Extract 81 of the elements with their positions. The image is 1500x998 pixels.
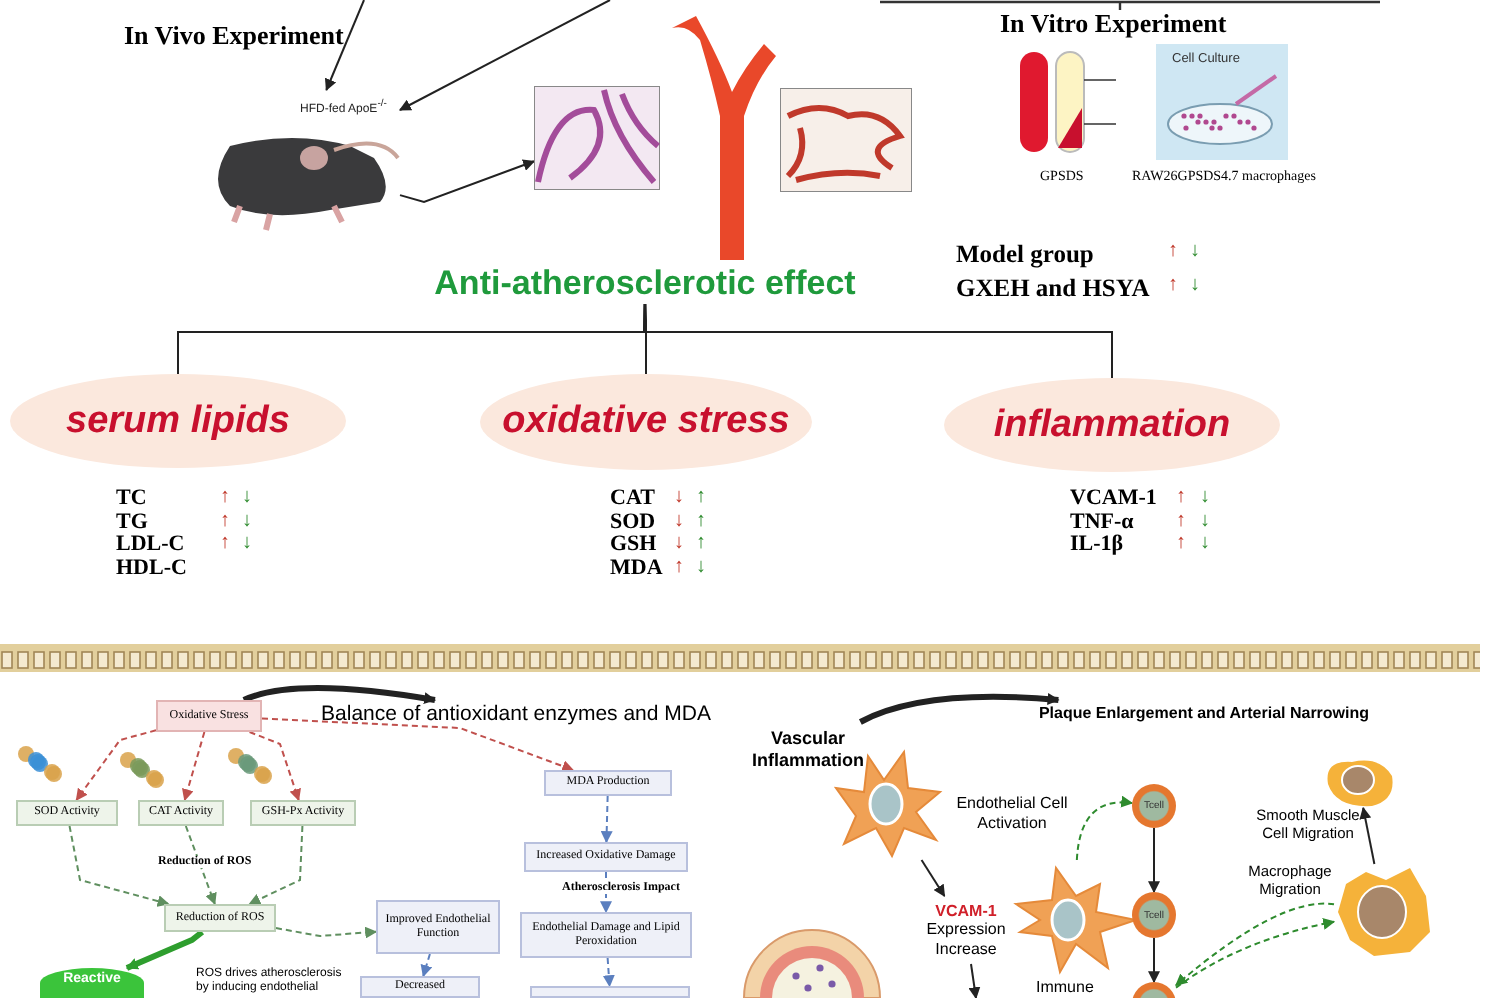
immune-cell-drawing (1012, 860, 1136, 976)
trend-arrow: ↓ (242, 486, 252, 508)
trend-arrow: ↑ (1176, 486, 1186, 508)
marker-name: VCAM-1 (1070, 486, 1157, 510)
macrophage-drawing (1334, 864, 1434, 960)
arrow (920, 859, 946, 897)
arrow (184, 825, 217, 906)
marker-name: TNF-α (1070, 509, 1134, 534)
arrow (1075, 796, 1134, 861)
diagram-text: Balance of antioxidant enzymes and MDA (326, 700, 706, 728)
node-label: Immune (1036, 978, 1096, 996)
arrow (602, 957, 615, 988)
marker-name: TC (116, 486, 147, 510)
diagram-text: Expression Increase (924, 919, 1008, 959)
arrow (968, 963, 981, 998)
histology-image (780, 88, 912, 192)
section-heading: In Vitro Experiment (1000, 8, 1227, 40)
trend-arrow: ↑ (696, 486, 706, 508)
arrow (1359, 806, 1376, 865)
trend-arrow: ↑ (220, 532, 230, 555)
arrow (859, 693, 1060, 725)
marker-name: GSH (610, 532, 657, 557)
trend-arrow: ↑ (1168, 240, 1178, 262)
trend-arrow: ↑ (696, 532, 706, 555)
arrow (248, 731, 301, 802)
marker-name: HDL-C (116, 556, 187, 581)
trend-arrow: ↓ (674, 532, 684, 555)
arrow (68, 825, 170, 907)
histology-image (534, 86, 660, 190)
arrow (75, 729, 157, 801)
marker-name: LDL-C (116, 532, 185, 557)
arrow (261, 717, 575, 772)
trend-arrow: ↑ (1176, 532, 1186, 555)
legend-text: GXEH and HSYA (956, 274, 1150, 304)
section-heading: In Vivo Experiment (124, 20, 344, 52)
category-ellipse: serum lipids (10, 374, 346, 468)
trend-arrow: ↓ (1190, 274, 1200, 296)
trend-arrow: ↓ (1200, 486, 1210, 508)
category-ellipse: inflammation (944, 378, 1280, 472)
trend-arrow: ↓ (1190, 240, 1200, 262)
arrow (248, 825, 304, 905)
trend-arrow: ↓ (674, 509, 684, 532)
arrow (398, 0, 611, 111)
trend-arrow: ↓ (1200, 532, 1210, 555)
arrow (600, 795, 613, 844)
arrow (1175, 918, 1336, 989)
marker-name: CAT (610, 486, 655, 510)
arrow (399, 159, 536, 204)
arrow (325, 0, 365, 92)
diagram-text: Plaque Enlargement and Arterial Narrowing (1024, 700, 1384, 726)
process-box (530, 986, 690, 998)
heading: Anti-atherosclerotic effect (400, 262, 890, 304)
trend-arrow: ↑ (674, 556, 684, 579)
arrow (1148, 827, 1160, 894)
trend-arrow: ↑ (1168, 274, 1178, 296)
trend-arrow: ↑ (220, 509, 230, 532)
diagram-text: VCAM-1 (935, 901, 997, 920)
trend-arrow: ↓ (242, 532, 252, 555)
arrow (182, 731, 206, 802)
arrow (275, 926, 378, 939)
arrow (600, 871, 612, 914)
trend-arrow: ↓ (674, 486, 684, 508)
marker-name: IL-1β (1070, 532, 1124, 557)
arrow (1148, 937, 1160, 984)
trend-arrow: ↓ (696, 556, 706, 579)
node-label: Endothelial Cell Activation (954, 794, 1070, 833)
marker-name: MDA (610, 556, 663, 581)
arrow (125, 929, 205, 971)
trend-arrow: ↓ (242, 509, 252, 532)
marker-name: SOD (610, 509, 656, 534)
marker-name: TG (116, 509, 148, 534)
arrow (242, 685, 437, 705)
trend-arrow: ↑ (220, 486, 230, 508)
legend-text: Model group (956, 240, 1094, 270)
arrow (1175, 902, 1335, 987)
trend-arrow: ↑ (1176, 509, 1186, 532)
trend-arrow: ↑ (696, 509, 706, 532)
arrow (420, 953, 433, 978)
trend-arrow: ↓ (1200, 509, 1210, 532)
category-ellipse: oxidative stress (480, 374, 812, 470)
diagram-text: Vascular Inflammation (744, 722, 872, 778)
